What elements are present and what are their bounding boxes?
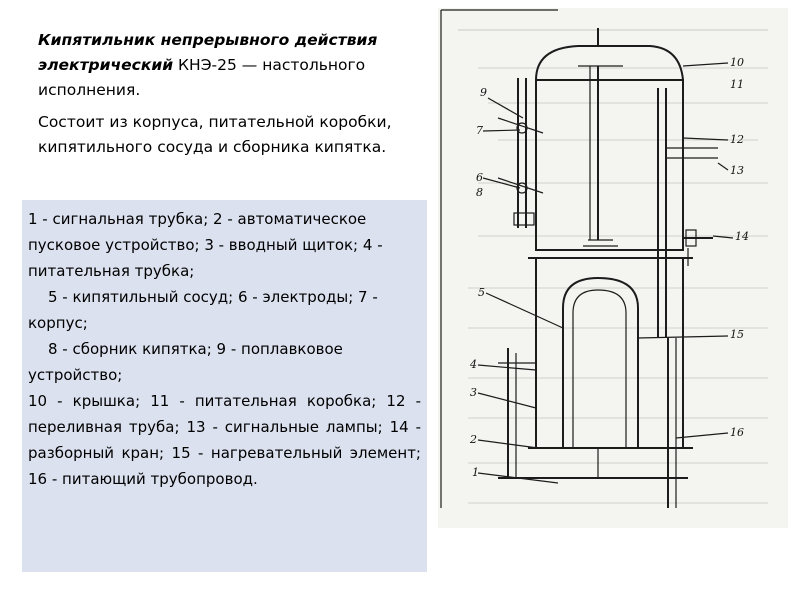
callout-9: 9	[480, 86, 487, 99]
intro-text: Кипятильник непрерывного действия электр…	[38, 28, 418, 160]
callout-6: 6	[476, 171, 483, 184]
callout-12: 12	[730, 133, 744, 146]
overflow-pipe	[657, 88, 718, 338]
device-name: Кипятильник непрерывного действия электр…	[38, 31, 378, 74]
legend-row-2: 5 - кипятильный сосуд; 6 - электроды; 7 …	[28, 288, 378, 332]
boiler-diagram-svg: 1 2 3 4 5 6 7 8 9 10 11 12 13 14 15 16	[440, 9, 768, 508]
legend-row-1: 1 - сигнальная трубка; 2 - автоматическо…	[28, 210, 383, 280]
legend-box: 1 - сигнальная трубка; 2 - автоматическо…	[22, 200, 427, 572]
intro-paragraph-1: Кипятильник непрерывного действия электр…	[38, 28, 418, 103]
background-text-lines	[458, 29, 768, 504]
device-model: КНЭ-25 — настольного исполнения.	[38, 56, 366, 99]
callout-13: 13	[730, 164, 744, 177]
callout-4: 4	[469, 358, 477, 371]
callout-10: 10	[730, 56, 744, 69]
base	[498, 338, 688, 508]
feed-box	[535, 66, 684, 251]
electrodes	[497, 78, 544, 228]
leader-lines	[477, 62, 734, 484]
intro-paragraph-2: Состоит из корпуса, питательной коробки,…	[38, 113, 392, 156]
boiler-diagram: 1 2 3 4 5 6 7 8 9 10 11 12 13 14 15 16	[438, 8, 788, 528]
callout-5: 5	[478, 286, 485, 299]
callout-14: 14	[735, 230, 749, 243]
callout-16: 16	[730, 426, 744, 439]
callout-1: 1	[472, 466, 479, 479]
boiling-vessel	[528, 257, 693, 449]
callout-8: 8	[476, 186, 483, 199]
callout-11: 11	[730, 78, 744, 91]
callout-3: 3	[470, 386, 477, 399]
drain-tap	[683, 229, 713, 266]
lid	[535, 28, 684, 81]
legend-row-3: 8 - сборник кипятка; 9 - поплавковое уст…	[28, 340, 343, 384]
callout-7: 7	[476, 124, 483, 137]
callout-15: 15	[730, 328, 744, 341]
legend-row-4: 10 - крышка; 11 - питательная коробка; 1…	[28, 392, 421, 488]
callout-2: 2	[469, 433, 477, 446]
